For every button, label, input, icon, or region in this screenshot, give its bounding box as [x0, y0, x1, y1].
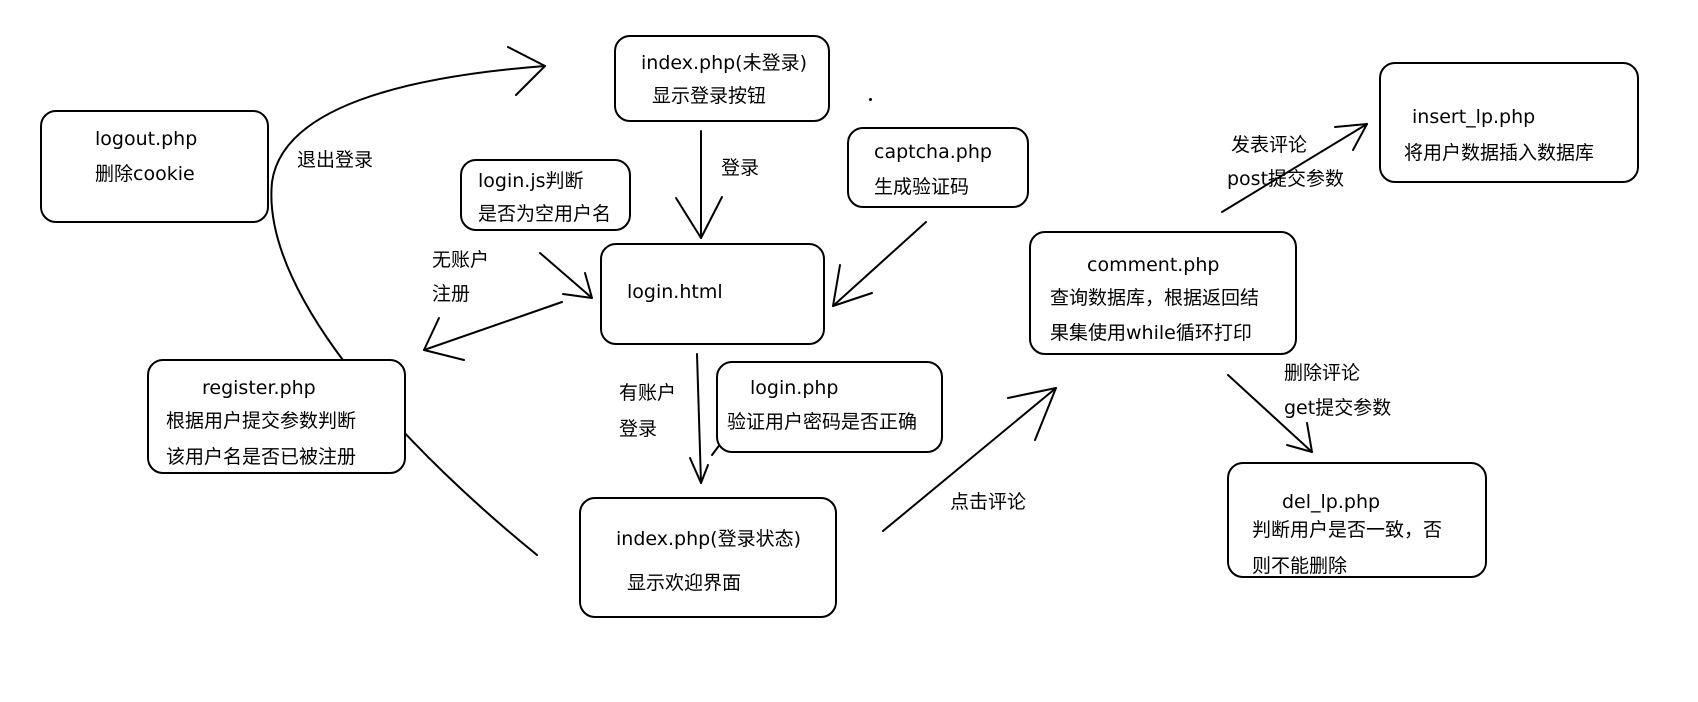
login-to-register-arrowhead — [423, 317, 465, 361]
comment-node — [1029, 231, 1297, 355]
captcha-desc: 生成验证码 — [874, 176, 970, 198]
loginjs-to-login-arrow — [539, 252, 593, 299]
insert-lp-node — [1379, 62, 1639, 183]
captcha-to-login-arrow — [832, 221, 927, 307]
login-to-index-arrow — [696, 353, 702, 484]
login-php-title: login.php — [750, 377, 839, 399]
index-logged-in-title: index.php(登录状态) — [616, 528, 802, 550]
captcha-node — [847, 127, 1029, 208]
login-php-node — [716, 361, 943, 453]
edge-label-delete-comment-2: get提交参数 — [1284, 397, 1392, 419]
login-html-title: login.html — [627, 281, 723, 303]
index-logged-in-desc: 显示欢迎界面 — [627, 572, 742, 594]
logout-title: logout.php — [95, 128, 198, 150]
edge-label-has-account-2: 登录 — [619, 418, 658, 440]
edge-label-post-comment-2: post提交参数 — [1227, 168, 1345, 190]
index-logged-in-node — [579, 497, 837, 618]
captcha-title: captcha.php — [874, 141, 992, 163]
del-lp-line1: 判断用户是否一致，否 — [1252, 519, 1443, 541]
logout-desc: 删除cookie — [95, 163, 195, 185]
del-lp-node — [1227, 462, 1487, 578]
edge-label-has-account-1: 有账户 — [619, 382, 677, 404]
edge-label-logout: 退出登录 — [297, 149, 374, 171]
edge-label-no-account-1: 无账户 — [432, 249, 490, 271]
comment-to-insert-arrowhead — [1334, 123, 1368, 151]
comment-line2: 果集使用while循环打印 — [1050, 322, 1252, 344]
insert-lp-title: insert_lp.php — [1412, 106, 1536, 128]
loginjs-to-login-arrowhead — [562, 272, 593, 299]
edge-label-click-comment: 点击评论 — [950, 491, 1027, 513]
loginjs-line2: 是否为空用户名 — [478, 203, 612, 225]
comment-to-insert-arrow — [1221, 123, 1368, 213]
register-line2: 该用户名是否已被注册 — [166, 446, 357, 468]
logout-node — [40, 110, 269, 223]
index-logged-out-desc: 显示登录按钮 — [652, 85, 767, 107]
login-php-desc: 验证用户密码是否正确 — [727, 411, 918, 433]
comment-line1: 查询数据库，根据返回结 — [1050, 287, 1260, 309]
loginjs-line1: login.js判断 — [478, 170, 584, 192]
register-title: register.php — [202, 377, 316, 399]
comment-to-del-arrowhead — [1286, 422, 1313, 453]
index-to-comment-arrow — [882, 387, 1057, 532]
comment-title: comment.php — [1087, 254, 1220, 276]
logout-to-index-arrow — [270, 65, 546, 556]
del-lp-line2: 则不能删除 — [1252, 555, 1348, 577]
loginjs-node — [460, 159, 631, 231]
index-logged-out-title: index.php(未登录) — [641, 52, 808, 74]
logout-to-index-arrowhead — [507, 46, 546, 96]
edge-label-no-account-2: 注册 — [432, 283, 471, 305]
index-logged-out-node — [614, 35, 830, 122]
register-line1: 根据用户提交参数判断 — [166, 410, 357, 432]
captcha-to-login-arrowhead — [832, 264, 873, 307]
comment-to-del-arrow — [1227, 374, 1313, 453]
edge-label-login: 登录 — [721, 157, 760, 179]
index-to-login-arrowhead — [675, 196, 723, 239]
register-node — [147, 359, 406, 474]
edge-label-delete-comment-1: 删除评论 — [1284, 362, 1361, 384]
login-to-register-arrow — [423, 301, 563, 351]
insert-lp-desc: 将用户数据插入数据库 — [1404, 142, 1595, 164]
index-to-comment-arrowhead — [1007, 387, 1057, 441]
login-html-node — [600, 243, 825, 345]
login-to-index-arrowhead — [689, 457, 709, 484]
edge-label-post-comment-1: 发表评论 — [1231, 134, 1308, 156]
stray-dot — [869, 98, 872, 101]
del-lp-title: del_lp.php — [1282, 491, 1381, 513]
